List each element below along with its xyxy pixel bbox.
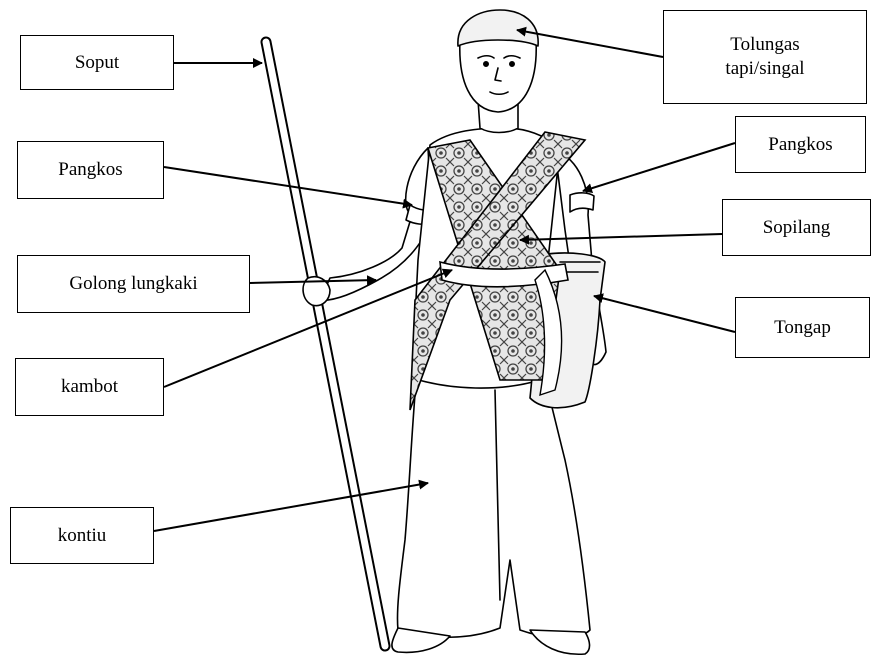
label-sopilang: Sopilang (722, 199, 871, 256)
label-pangkos-right: Pangkos (735, 116, 866, 173)
label-kambot: kambot (15, 358, 164, 416)
leader-kontiu (154, 483, 428, 531)
label-tolungas: Tolungas tapi/singal (663, 10, 867, 104)
soput-stick (266, 42, 385, 646)
leader-pangkos-right (583, 143, 735, 191)
label-pangkos-left: Pangkos (17, 141, 164, 199)
label-golong-lungkaki: Golong lungkaki (17, 255, 250, 313)
label-kontiu: kontiu (10, 507, 154, 564)
label-soput: Soput (20, 35, 174, 90)
leader-tongap (594, 296, 735, 332)
label-tongap: Tongap (735, 297, 870, 358)
